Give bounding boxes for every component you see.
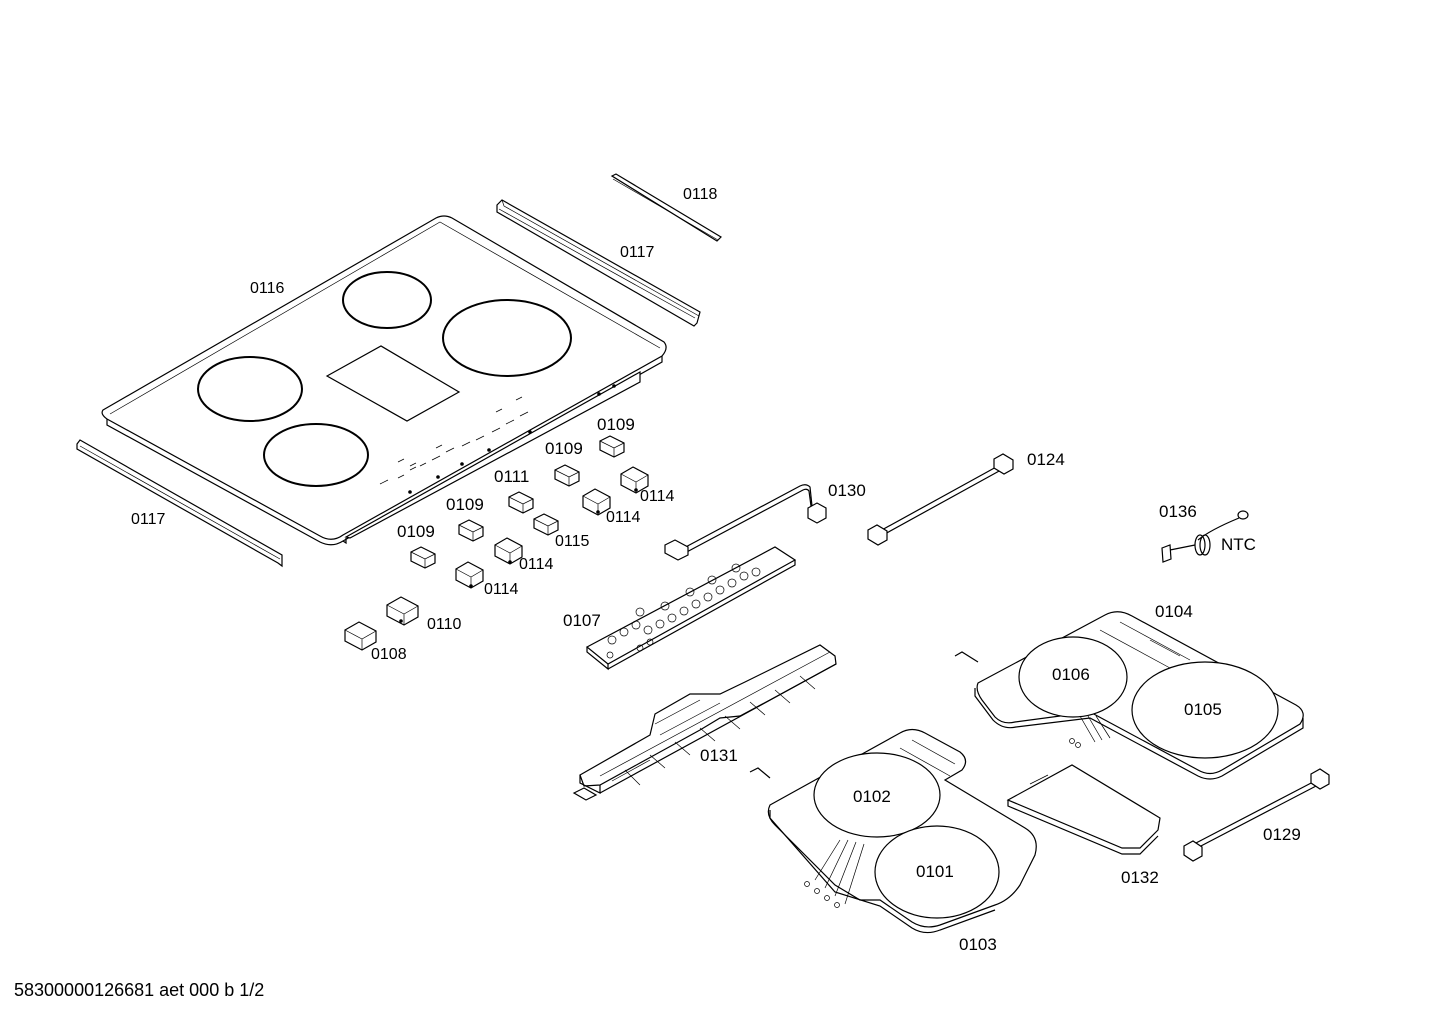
label-0109-a: 0109 (597, 415, 635, 434)
label-0114-a: 0114 (640, 488, 675, 505)
label-0105: 0105 (1184, 700, 1222, 719)
part-0103-front-carrier (749, 728, 1037, 934)
part-0118-seal-strip (610, 173, 722, 242)
part-0136-ntc-sensor (1161, 510, 1249, 563)
part-labels: 0118 0117 0116 0117 0109 0109 0111 0109 … (131, 186, 1301, 954)
label-0132: 0132 (1121, 868, 1159, 887)
label-0116: 0116 (250, 280, 285, 297)
label-0114-c: 0114 (519, 556, 554, 573)
knob-0109-b (554, 464, 580, 487)
label-0129: 0129 (1263, 825, 1301, 844)
label-ntc: NTC (1221, 535, 1256, 554)
knob-group (344, 435, 649, 651)
label-0131: 0131 (700, 746, 738, 765)
knob-0114-a (620, 466, 649, 494)
knob-0109-c (458, 519, 484, 542)
label-0109-b: 0109 (545, 439, 583, 458)
label-0117-rear: 0117 (620, 244, 655, 261)
label-0118: 0118 (683, 186, 718, 203)
knob-0109-d (410, 546, 436, 569)
part-0124-cable (867, 453, 1014, 546)
part-0117-front-trim (76, 439, 283, 568)
label-0108: 0108 (371, 646, 407, 663)
label-0124: 0124 (1027, 450, 1065, 469)
label-0109-d: 0109 (397, 522, 435, 541)
knob-0114-d (455, 561, 484, 589)
part-0131-carrier-frame (572, 644, 837, 801)
part-0116-cooktop-glass (101, 215, 667, 546)
part-0129-cable (1183, 768, 1330, 862)
part-0117-rear-trim (496, 199, 701, 327)
part-0104-rear-carrier (954, 611, 1304, 780)
part-0132-shield-plate (1006, 764, 1161, 855)
label-0114-d: 0114 (484, 581, 519, 598)
label-0110: 0110 (427, 616, 462, 633)
document-code: 58300000126681 aet 000 b 1/2 (14, 980, 265, 1000)
label-0130: 0130 (828, 481, 866, 500)
label-0114-b: 0114 (606, 509, 641, 526)
label-0102: 0102 (853, 787, 891, 806)
part-0130-ribbon-cable (664, 484, 827, 561)
knob-0114-c (494, 537, 523, 565)
label-0111: 0111 (494, 467, 529, 486)
knob-0110 (386, 596, 419, 626)
label-0136: 0136 (1159, 502, 1197, 521)
knob-0114-b (582, 488, 611, 516)
knob-0111 (508, 491, 534, 514)
knob-0108 (344, 621, 377, 651)
label-0103: 0103 (959, 935, 997, 954)
knob-0109-a (599, 435, 625, 458)
part-0107-control-pcb (585, 546, 797, 671)
label-0101: 0101 (916, 862, 954, 881)
label-0107: 0107 (563, 611, 601, 630)
knob-0115 (533, 513, 559, 536)
label-0117-front: 0117 (131, 511, 166, 528)
label-0109-c: 0109 (446, 495, 484, 514)
label-0106: 0106 (1052, 665, 1090, 684)
label-0115: 0115 (555, 533, 590, 550)
label-0104: 0104 (1155, 602, 1193, 621)
